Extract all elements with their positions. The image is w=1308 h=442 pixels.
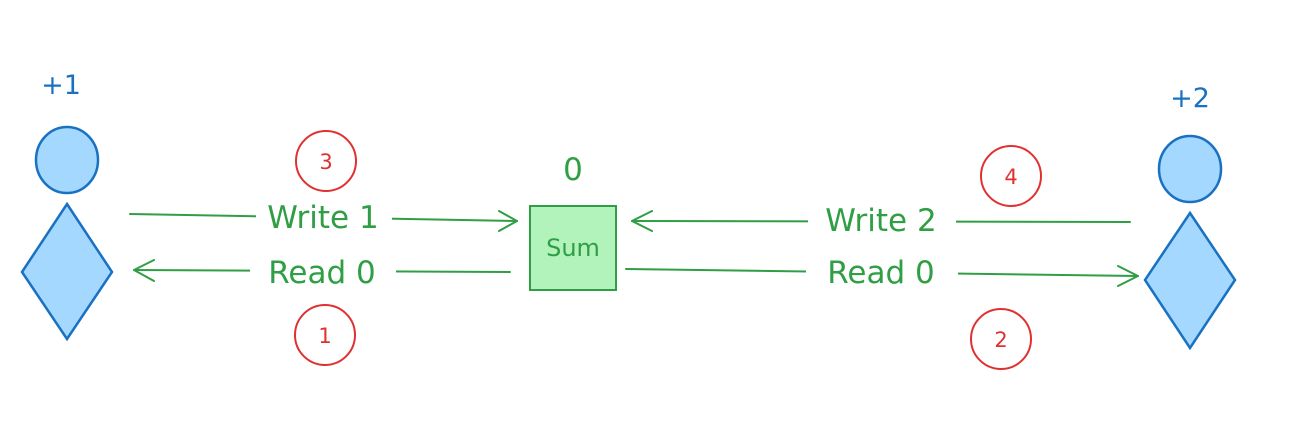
edge-left-write-label-bg — [256, 197, 392, 235]
edge-right-read-label-bg — [806, 253, 958, 291]
step-marker-4: 4 — [980, 145, 1042, 207]
edge-left-write: Write 1 — [129, 197, 518, 236]
step-marker-4-circle — [980, 145, 1042, 207]
sum-box — [529, 205, 617, 291]
left-actor-body — [20, 201, 114, 342]
edge-right-read-arrowhead — [1117, 265, 1139, 287]
edge-right-read: Read 0 — [625, 253, 1139, 291]
right-actor-label: +2 — [1170, 83, 1210, 114]
edge-left-write-label: Write 1 — [267, 200, 378, 236]
edge-right-read-label: Read 0 — [827, 255, 934, 291]
step-marker-2-label: 2 — [994, 328, 1007, 352]
right-actor: +2 — [1143, 83, 1237, 351]
step-marker-3-label: 3 — [319, 150, 332, 174]
edge-right-write-label-bg — [808, 201, 956, 239]
left-actor-head — [34, 125, 100, 195]
edge-left-read: Read 0 — [133, 253, 511, 291]
edge-right-write-arrowhead — [631, 210, 653, 232]
step-marker-2-circle — [970, 308, 1032, 370]
step-marker-1: 1 — [294, 304, 356, 366]
edge-left-write-arrowhead — [498, 210, 518, 232]
right-actor-head — [1157, 134, 1223, 204]
sum-node: 0 Sum — [529, 152, 617, 291]
sum-value: 0 — [563, 152, 583, 188]
edge-right-write: Write 2 — [631, 201, 1131, 239]
edge-left-read-arrowhead — [133, 259, 155, 282]
step-marker-3-circle — [295, 130, 357, 192]
edge-left-read-label: Read 0 — [268, 255, 375, 291]
left-actor: +1 — [20, 70, 114, 342]
step-marker-3: 3 — [295, 130, 357, 192]
right-actor-body — [1143, 210, 1237, 351]
step-marker-2: 2 — [970, 308, 1032, 370]
left-actor-label: +1 — [41, 70, 81, 101]
edge-left-read-label-bg — [250, 253, 396, 291]
edge-right-write-label: Write 2 — [825, 203, 936, 239]
step-marker-1-label: 1 — [318, 324, 331, 348]
sum-label: Sum — [546, 234, 600, 262]
step-marker-4-label: 4 — [1004, 165, 1017, 189]
step-marker-1-circle — [294, 304, 356, 366]
